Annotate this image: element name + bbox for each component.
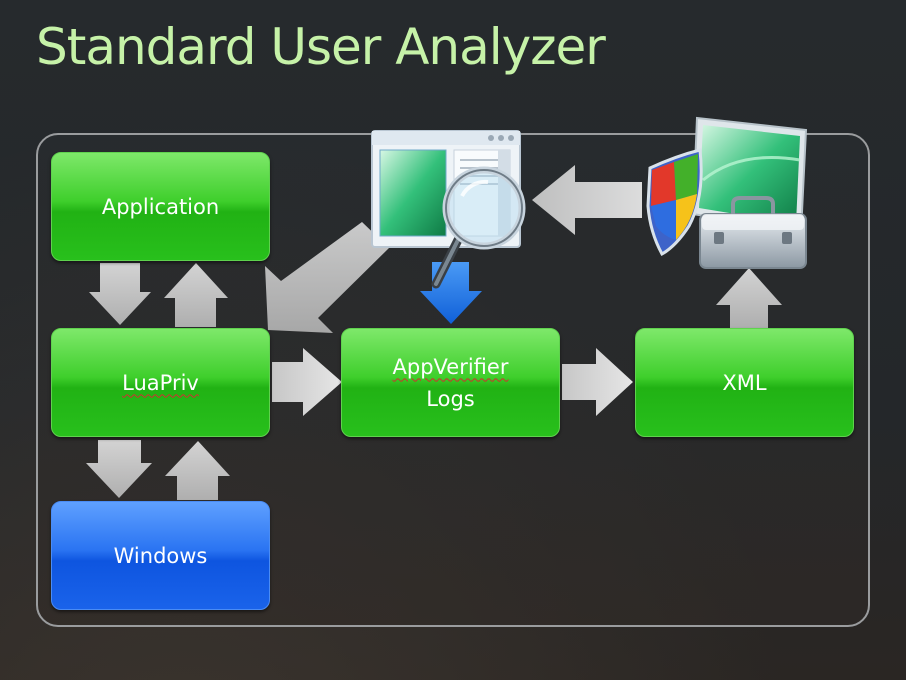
node-application-label: Application [101,194,220,219]
node-windows-label: Windows [113,543,208,568]
node-windows: Windows [51,501,270,610]
node-luapriv: LuaPriv [51,328,270,437]
node-application: Application [51,152,270,261]
node-xml: XML [635,328,854,437]
node-logs-label: Logs [426,386,475,411]
slide-title: Standard User Analyzer [36,18,606,76]
arrow-viewer-to-appverifier [420,262,482,324]
arrow-windows-to-luapriv [165,441,230,500]
node-xml-label: XML [722,370,767,395]
arrow-appverifier-to-xml [562,348,633,416]
arrow-app-to-luapriv [89,263,151,325]
arrow-xml-to-tools [716,268,782,328]
node-appverifier-logs: AppVerifier Logs [341,328,560,437]
arrow-luapriv-to-appverifier [272,348,342,416]
arrow-luapriv-to-app [164,263,228,327]
monitor-shield-toolbox-icon [646,116,808,269]
node-appverifier-label: AppVerifier [392,354,509,379]
arrow-viewer-to-luapriv [265,222,389,333]
document-magnifier-icon [371,130,526,289]
node-luapriv-label: LuaPriv [122,370,199,395]
arrow-luapriv-to-windows [86,440,152,498]
arrow-tools-to-viewer [532,165,642,235]
